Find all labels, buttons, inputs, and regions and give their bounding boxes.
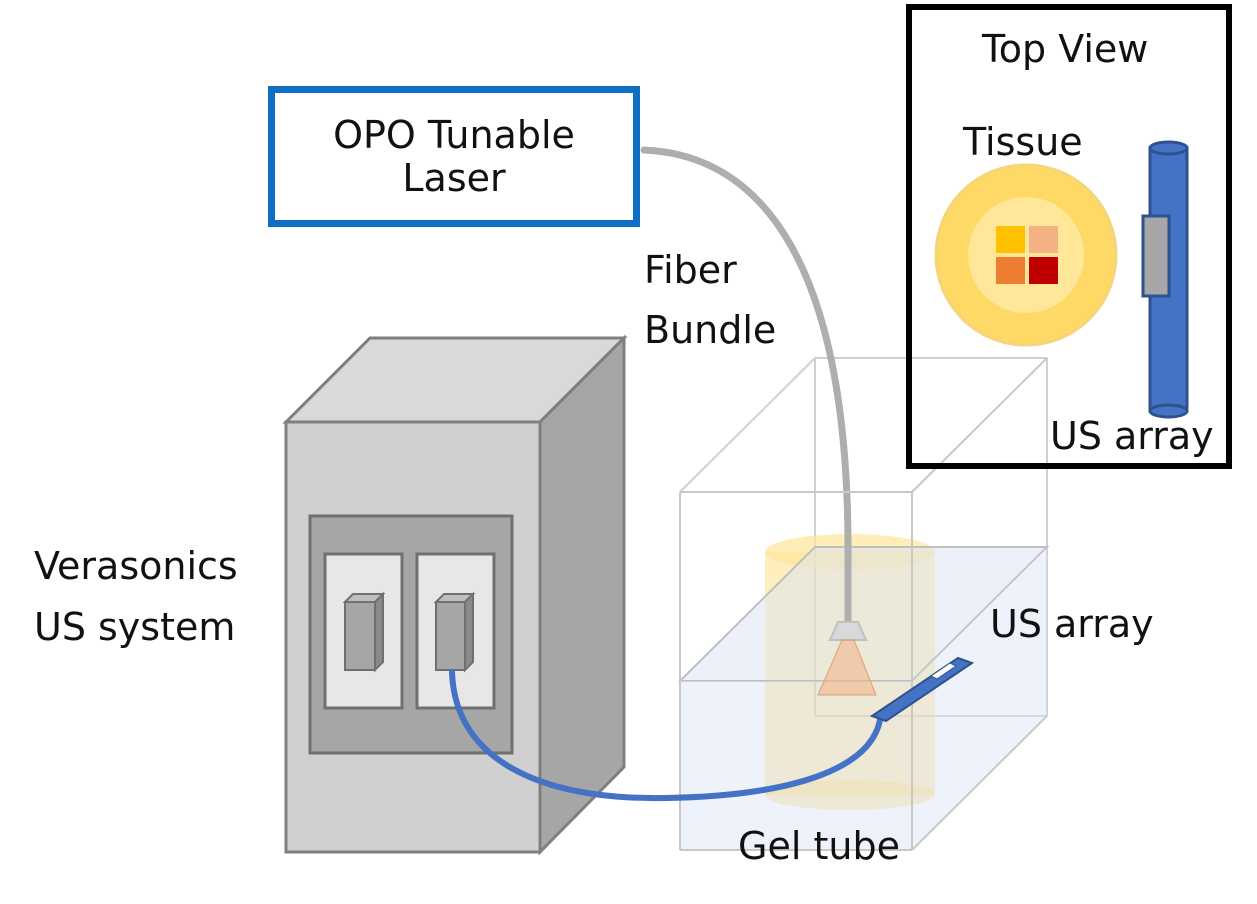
top-view-array-element (1141, 214, 1171, 298)
water-front-volume (680, 681, 912, 850)
fiber-label-line2: Bundle (644, 308, 777, 352)
tank-front-edges (679, 357, 1048, 851)
top-view-graphics (934, 140, 1189, 419)
fiber-tip (817, 621, 877, 696)
tissue-quadrant-3 (996, 257, 1025, 284)
opo-laser-box: OPO Tunable Laser (268, 86, 640, 227)
us-system-label-line1: Verasonics (34, 544, 238, 588)
tissue-quadrant-1 (996, 226, 1025, 253)
laser-label-line2: Laser (402, 155, 506, 200)
us-cable (449, 669, 883, 802)
us-array-label: US array (990, 602, 1154, 646)
water-side-volume (912, 547, 1047, 850)
top-view-inset (906, 4, 1232, 469)
connector-left (342, 591, 386, 673)
tissue-label: Tissue (963, 120, 1083, 164)
tissue-quadrant-4 (1029, 257, 1058, 284)
fiber-bundle (640, 146, 852, 624)
top-view-us-array-label: US array (1050, 414, 1214, 458)
top-view-us-array (1141, 140, 1189, 419)
connector-right (433, 591, 476, 673)
us-array-probe (869, 656, 975, 723)
fiber-label-line1: Fiber (644, 248, 737, 292)
device-side-face (538, 334, 626, 856)
verasonics-device (282, 334, 628, 856)
laser-label-line1: OPO Tunable (333, 112, 575, 157)
gel-tube-label: Gel tube (738, 824, 900, 868)
us-system-label-line2: US system (34, 605, 236, 649)
top-view-title: Top View (982, 27, 1149, 71)
tissue-quadrant-2 (1029, 226, 1058, 253)
